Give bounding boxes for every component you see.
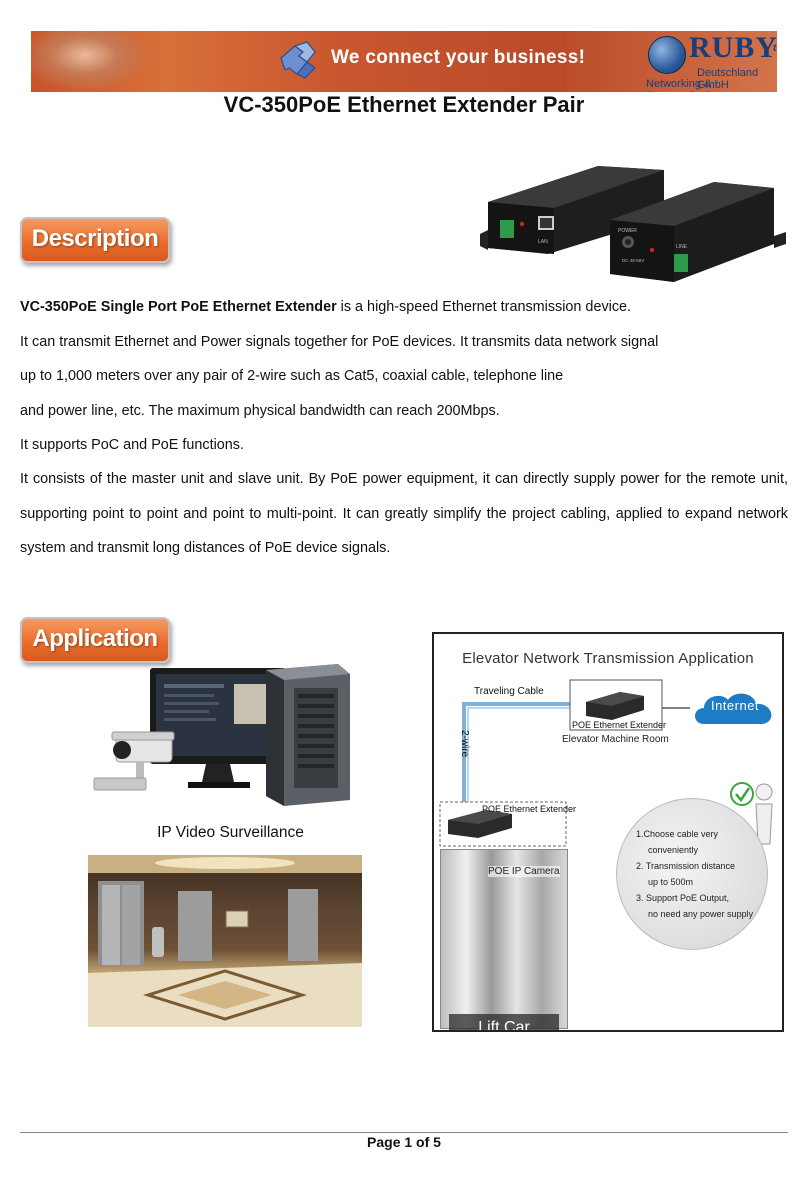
features-notes: 1.Choose cable very conveniently 2. Tran… bbox=[636, 826, 753, 922]
page-title: VC-350PoE Ethernet Extender Pair bbox=[223, 92, 585, 117]
header-banner: We connect your business! RUBY tech Deut… bbox=[31, 31, 777, 92]
internet-cloud: Internet bbox=[690, 686, 780, 730]
brand-logo: RUBY bbox=[689, 31, 777, 64]
application-heading-label: Application bbox=[32, 625, 158, 652]
banner-tagline: Networking & Communications bbox=[646, 78, 728, 92]
lift-car-label: Lift Car bbox=[478, 1019, 530, 1032]
note-3: 3. Support PoE Output, bbox=[636, 893, 730, 903]
note-1b: conveniently bbox=[648, 845, 699, 855]
puzzle-icon bbox=[280, 41, 316, 79]
description-heading-label: Description bbox=[31, 225, 159, 252]
line-port-label: LINE bbox=[676, 244, 688, 250]
power-label: POWER bbox=[618, 228, 637, 234]
banner-company: Deutschland GmbH bbox=[697, 67, 759, 91]
ip-surveillance-photo bbox=[93, 664, 350, 806]
internet-label: Internet bbox=[710, 698, 760, 713]
description-line-4: and power line, etc. The maximum physica… bbox=[20, 403, 500, 419]
elevator-network-diagram: Elevator Network Transmission Applicatio… bbox=[432, 632, 784, 1032]
application-section-heading: Application bbox=[20, 617, 170, 663]
lan-port-label: LAN bbox=[538, 239, 548, 245]
features-circle bbox=[616, 798, 768, 950]
banner-slogan: We connect your business! bbox=[331, 47, 586, 68]
diagram-title: Elevator Network Transmission Applicatio… bbox=[462, 650, 754, 667]
dc-label: DC 48-56V bbox=[622, 258, 644, 263]
description-lead-rest: is a high-speed Ethernet transmission de… bbox=[336, 299, 632, 315]
description-line-6: It consists of the master unit and slave… bbox=[20, 471, 788, 487]
globe-logo-icon bbox=[648, 36, 686, 74]
description-line-5: It supports PoC and PoE functions. bbox=[20, 437, 244, 453]
description-line-7: supporting point to point and point to m… bbox=[20, 506, 788, 522]
note-2: 2. Transmission distance bbox=[636, 861, 736, 871]
banner-person-photo bbox=[31, 31, 151, 92]
machine-room-label: Elevator Machine Room bbox=[562, 734, 669, 745]
traveling-cable-label: Traveling Cable bbox=[474, 686, 544, 697]
description-line-8: system and transmit long distances of Po… bbox=[20, 540, 391, 556]
page-number: Page 1 of 5 bbox=[367, 1134, 441, 1150]
brand-logo-sub: tech bbox=[773, 43, 777, 54]
elevator-lobby-photo bbox=[88, 855, 362, 1027]
description-line-3: up to 1,000 meters over any pair of 2-wi… bbox=[20, 368, 564, 384]
description-line-1: VC-350PoE Single Port PoE Ethernet Exten… bbox=[20, 298, 631, 316]
footer-divider bbox=[20, 1132, 788, 1133]
diagram-cabling bbox=[439, 679, 773, 865]
surveillance-caption: IP Video Surveillance bbox=[157, 824, 304, 841]
description-line-2: It can transmit Ethernet and Power signa… bbox=[20, 334, 659, 350]
note-1: 1.Choose cable very bbox=[636, 829, 719, 839]
ip-camera-label: POE IP Camera bbox=[488, 866, 560, 877]
lift-car-banner: Lift Car bbox=[449, 1014, 559, 1032]
two-wire-label: 2-wire bbox=[459, 730, 470, 758]
extender-devices-photo: LAN POWER DC 48-56V LINE bbox=[480, 166, 786, 282]
note-2b: up to 500m bbox=[648, 877, 694, 887]
lift-car-photo: Lift Car bbox=[440, 849, 568, 1032]
product-name: VC-350PoE Single Port PoE Ethernet Exten… bbox=[20, 299, 337, 315]
extender-top-label: POE Ethernet Extender bbox=[572, 720, 667, 730]
description-section-heading: Description bbox=[20, 217, 170, 263]
cloud-icon bbox=[695, 693, 772, 724]
extender-bottom-label: POE Ethernet Extender bbox=[482, 804, 577, 814]
note-3b: no need any power supply bbox=[648, 909, 754, 919]
